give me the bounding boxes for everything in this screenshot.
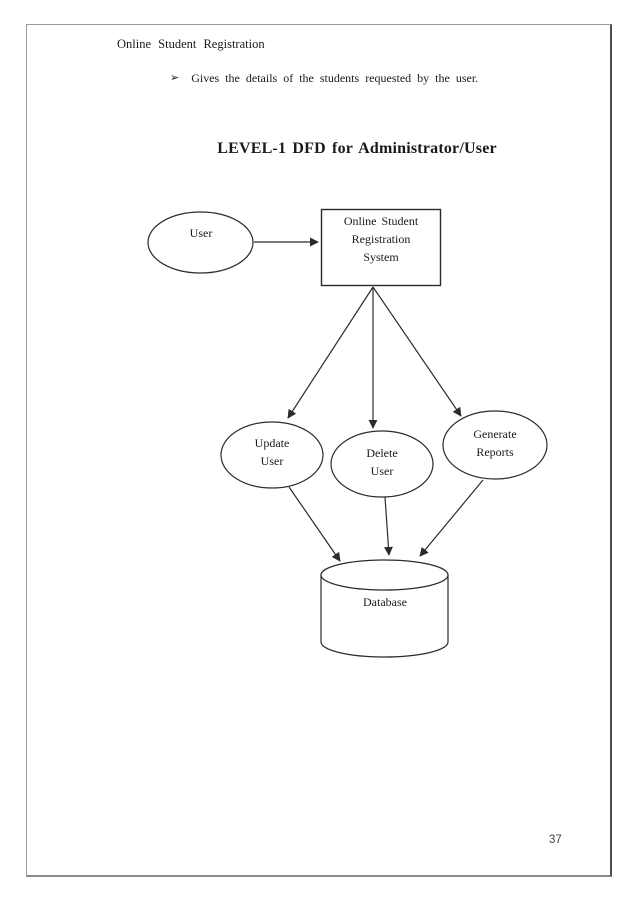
flow-delete-user-to-database xyxy=(383,496,393,556)
arrow-bullet-icon: ➢ xyxy=(170,72,180,84)
diagram-title: LEVEL-1 DFD for Administrator/User xyxy=(217,140,497,157)
user-label: User xyxy=(189,226,213,240)
update-user-label-line2: User xyxy=(260,454,284,468)
generate-reports-label: Generate Reports xyxy=(473,425,516,461)
delete-user-label: Delete User xyxy=(366,444,397,480)
system-rectangle xyxy=(320,208,442,287)
page-number: 37 xyxy=(549,834,562,846)
flow-system-to-generate-reports xyxy=(372,286,462,417)
generate-reports-ellipse xyxy=(442,410,548,480)
flow-generate-reports-to-database xyxy=(419,479,484,557)
user-ellipse xyxy=(147,211,254,274)
system-label: Online Student Registration System xyxy=(321,212,441,266)
database-cylinder-top xyxy=(320,559,449,591)
bullet-text: Gives the details of the students reques… xyxy=(191,71,479,85)
database-cylinder-body xyxy=(320,575,449,658)
flow-update-user-to-database xyxy=(288,486,341,562)
delete-user-label-line1: Delete xyxy=(366,446,398,460)
system-label-line1: Online Student xyxy=(343,214,419,228)
system-label-line2: Registration xyxy=(351,232,411,246)
update-user-ellipse xyxy=(220,421,324,489)
generate-reports-label-line2: Reports xyxy=(476,445,514,459)
database-label: Database xyxy=(363,595,407,609)
update-user-label: Update User xyxy=(255,434,290,470)
update-user-label-line1: Update xyxy=(254,436,290,450)
system-label-line3: System xyxy=(363,250,399,264)
flow-system-to-update-user xyxy=(287,286,374,419)
delete-user-label-line2: User xyxy=(370,464,394,478)
delete-user-ellipse xyxy=(330,430,434,498)
generate-reports-label-line1: Generate xyxy=(473,427,517,441)
bullet-line: ➢ Gives the details of the students requ… xyxy=(170,71,478,86)
document-header: Online Student Registration xyxy=(117,37,265,51)
